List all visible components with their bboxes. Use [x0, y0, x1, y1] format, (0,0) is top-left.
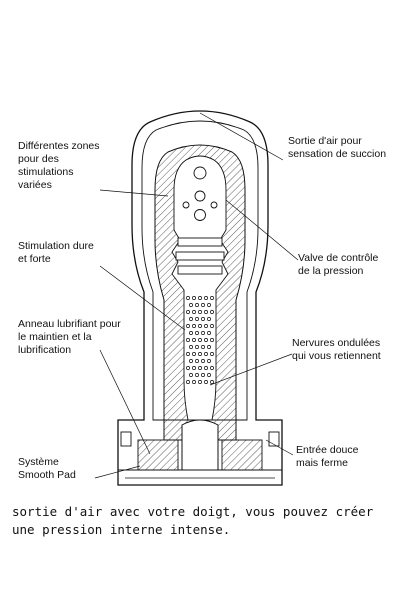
label-ribs: Nervures ondulées qui vous retiennent [292, 337, 381, 362]
nub-dot [198, 352, 202, 356]
nub-dot [192, 338, 196, 342]
nub-dot [201, 331, 205, 335]
outer-casing [117, 110, 283, 486]
rib-bands [175, 237, 225, 275]
nub-dot [186, 310, 190, 314]
nub-dot [204, 296, 208, 300]
nub-dot [201, 317, 205, 321]
left-clip [120, 431, 132, 447]
nub-dot [189, 359, 193, 363]
nub-dot [192, 324, 196, 328]
label-lube-ring: Anneau lubrifiant pour le maintien et la… [18, 318, 121, 356]
nub-dot [207, 373, 211, 377]
label-hard-stimulation: Stimulation dure et forte [18, 240, 94, 265]
nub-dot [204, 338, 208, 342]
nub-dot [186, 338, 190, 342]
nub-dot [198, 324, 202, 328]
caption-line-1: sortie d'air avec votre doigt, vous pouv… [12, 504, 374, 519]
label-entry: Entrée douce mais ferme [296, 444, 359, 469]
label-zones: Différentes zones pour des stimulations … [18, 140, 100, 191]
nub-dot [198, 380, 202, 384]
bottom-insert [181, 419, 219, 471]
nub-dot [195, 317, 199, 321]
nub-dot [195, 303, 199, 307]
nub-dot [198, 310, 202, 314]
nub-dot [195, 373, 199, 377]
leader-lines [94, 112, 299, 479]
smooth-pad-right [221, 439, 263, 471]
nub-dot [207, 359, 211, 363]
nub-dot [198, 296, 202, 300]
nub-dot [210, 380, 214, 384]
nub-dot [204, 352, 208, 356]
nub-dot [189, 345, 193, 349]
nub-dot [186, 296, 190, 300]
nub-dot [189, 373, 193, 377]
nub-dot [207, 303, 211, 307]
nub-dot [204, 366, 208, 370]
label-pressure-valve: Valve de contrôle de la pression [298, 252, 379, 277]
nub-dot [186, 352, 190, 356]
caption-line-2: une pression interne intense. [12, 522, 231, 537]
nub-dot [204, 324, 208, 328]
nub-dot [210, 310, 214, 314]
nub-dot [192, 366, 196, 370]
nub-dot [207, 345, 211, 349]
nub-dot [189, 303, 193, 307]
nub-dot [192, 352, 196, 356]
nub-dot [192, 310, 196, 314]
label-air-exit: Sortie d'air pour sensation de succion [288, 135, 387, 160]
inner-channel [171, 155, 229, 421]
nub-dot [210, 296, 214, 300]
nub-dot [201, 373, 205, 377]
nub-dot [207, 317, 211, 321]
nub-dot [192, 296, 196, 300]
cup-cross-section-diagram [94, 110, 299, 486]
nub-dot [186, 366, 190, 370]
nub-dot [192, 380, 196, 384]
nub-dot [207, 331, 211, 335]
nub-dot [201, 303, 205, 307]
right-clip [268, 431, 280, 447]
nub-dot [195, 331, 199, 335]
nub-dot [204, 310, 208, 314]
nub-dot [201, 359, 205, 363]
nub-dot [195, 359, 199, 363]
nub-dot [198, 338, 202, 342]
nub-dot [210, 352, 214, 356]
nub-dot [189, 331, 193, 335]
nub-dot [210, 324, 214, 328]
nub-dot [210, 338, 214, 342]
smooth-pad-left [137, 439, 179, 471]
nub-dot [201, 345, 205, 349]
top-chamber-holes [182, 166, 218, 221]
nub-dot [204, 380, 208, 384]
nub-dot [210, 366, 214, 370]
nub-dot [189, 317, 193, 321]
nub-dot [186, 380, 190, 384]
inner-casing-line [141, 120, 259, 421]
nub-dot [198, 366, 202, 370]
caption-text: sortie d'air avec votre doigt, vous pouv… [12, 503, 392, 539]
label-smooth-pad: Système Smooth Pad [18, 456, 76, 481]
nub-dot [186, 324, 190, 328]
nub-field [186, 296, 214, 384]
nub-dot [195, 345, 199, 349]
